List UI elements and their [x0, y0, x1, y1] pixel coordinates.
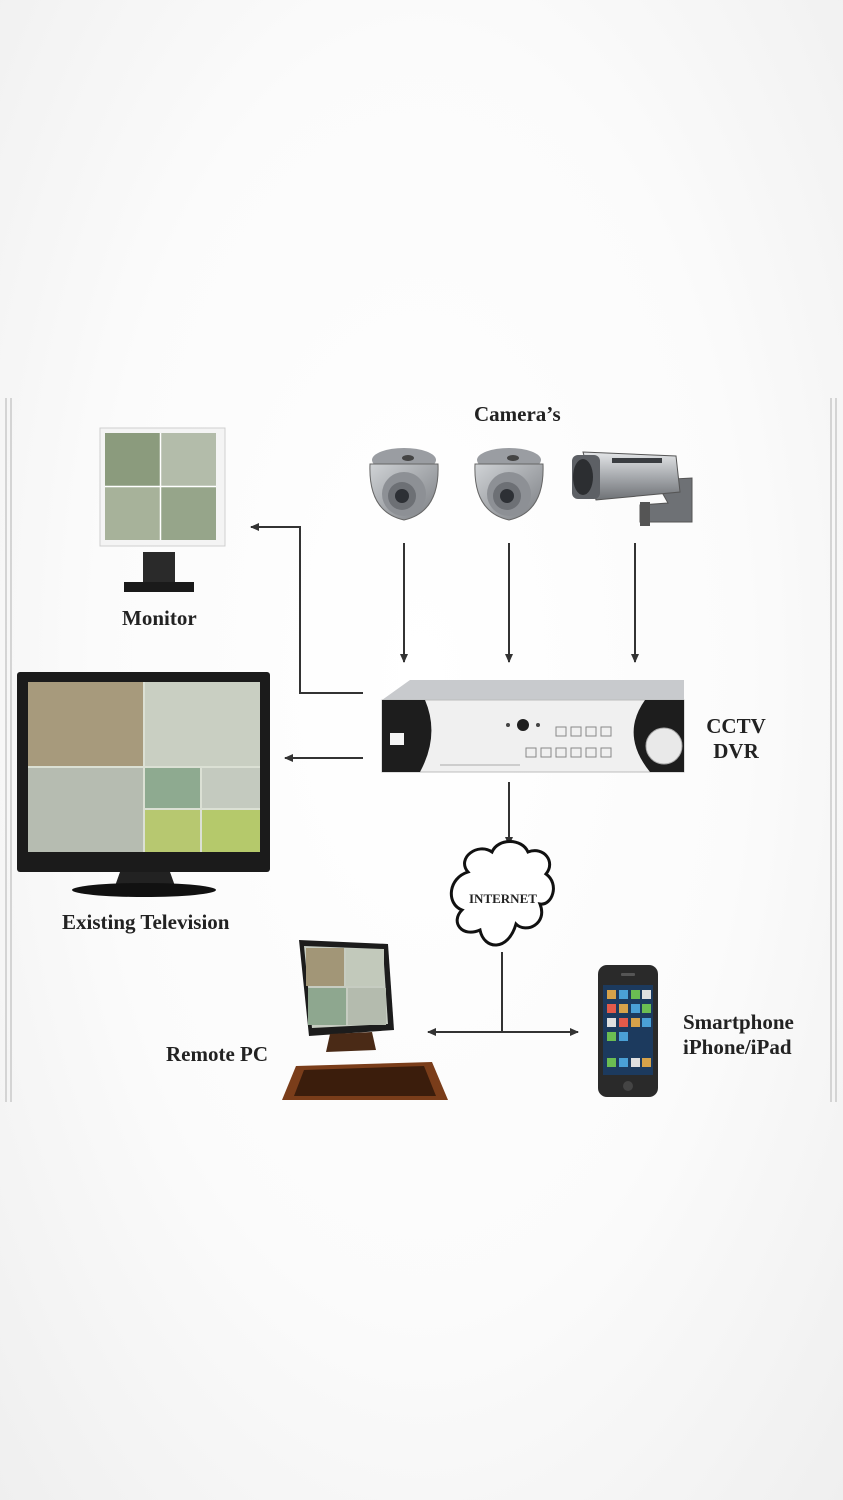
dome-camera-icon [474, 448, 544, 521]
dvr-label: CCTV DVR [704, 714, 768, 764]
smartphone-icon [598, 965, 658, 1097]
dvr-icon [381, 680, 685, 773]
smartphone-label-line2: iPhone/iPad [683, 1035, 792, 1060]
internet-label: INTERNET [469, 891, 537, 906]
dvr-label-line2: DVR [713, 739, 759, 764]
frame-lines [5, 398, 837, 1102]
cloud-icon [449, 840, 555, 947]
tv-icon [17, 672, 270, 897]
bullet-camera-icon [572, 451, 693, 526]
connection-lines [250, 523, 639, 1036]
tv-label: Existing Television [62, 910, 230, 934]
monitor-icon [99, 427, 226, 592]
smartphone-label-line1: Smartphone [683, 1010, 794, 1034]
dvr-label-line1: CCTV [706, 714, 766, 738]
remote-pc-label: Remote PC [166, 1042, 269, 1066]
smartphone-label: Smartphone iPhone/iPad [683, 1010, 794, 1060]
pc-icon [282, 940, 448, 1100]
dome-camera-icon [369, 448, 439, 521]
cameras-label: Camera’s [474, 402, 561, 426]
monitor-label: Monitor [122, 606, 197, 630]
